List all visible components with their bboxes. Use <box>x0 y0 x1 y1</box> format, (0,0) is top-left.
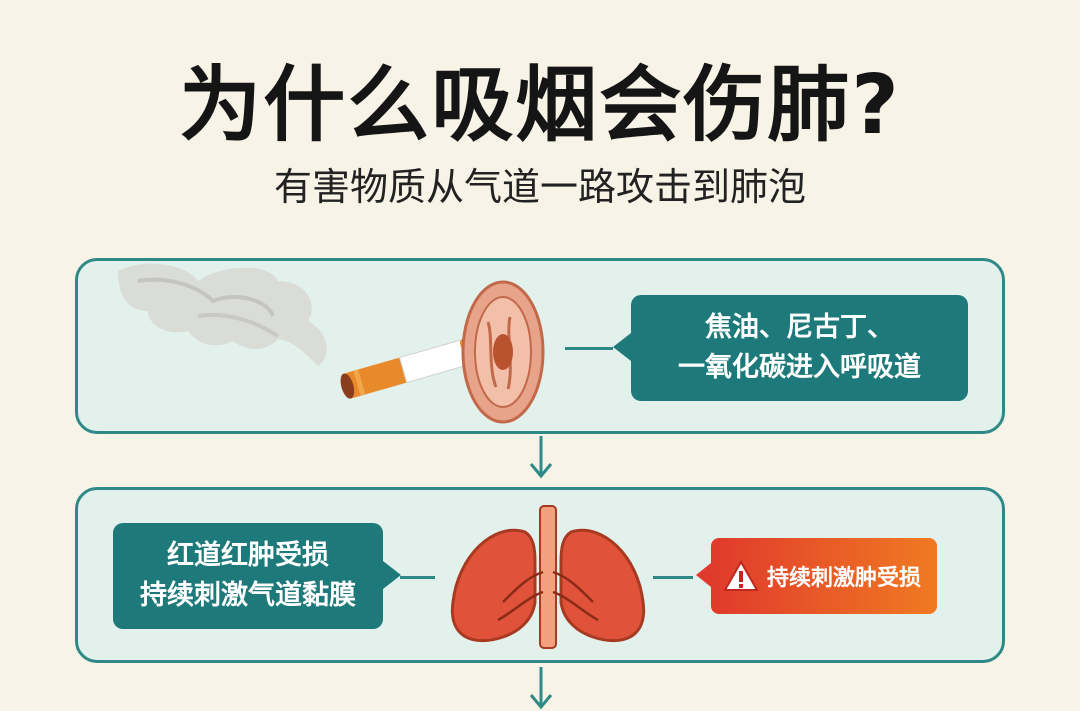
arrow-down-icon <box>529 667 553 710</box>
step1-line1: 焦油、尼古丁、 <box>705 312 894 343</box>
connector-line <box>400 576 435 579</box>
step2-left-line1: 红道红肿受损 <box>167 540 329 571</box>
smoke-icon <box>118 263 327 366</box>
step2-left-line2: 持续刺激气道黏膜 <box>140 580 356 611</box>
step-panel-inhalation: 焦油、尼古丁、 一氧化碳进入呼吸道 <box>75 258 1005 434</box>
step-panel-airway-damage: 红道红肿受损 持续刺激气道黏膜 持续刺激肿受损 <box>75 487 1005 663</box>
warning-box: 持续刺激肿受损 <box>696 538 937 614</box>
warning-text: 持续刺激肿受损 <box>767 566 922 591</box>
page-title: 为什么吸烟会伤肺? <box>179 58 901 153</box>
harmful-substances-box: 焦油、尼古丁、 一氧化碳进入呼吸道 <box>613 295 968 401</box>
airway-cross-section-icon <box>461 280 545 424</box>
lungs-icon <box>450 505 646 649</box>
step1-line2: 一氧化碳进入呼吸道 <box>678 352 921 383</box>
connector-line <box>653 576 693 579</box>
airway-irritation-box: 红道红肿受损 持续刺激气道黏膜 <box>113 523 401 629</box>
warning-icon <box>723 560 759 591</box>
page-subtitle: 有害物质从气道一路攻击到肺泡 <box>273 165 806 209</box>
arrow-down-icon <box>529 436 553 479</box>
connector-line <box>565 347 613 350</box>
